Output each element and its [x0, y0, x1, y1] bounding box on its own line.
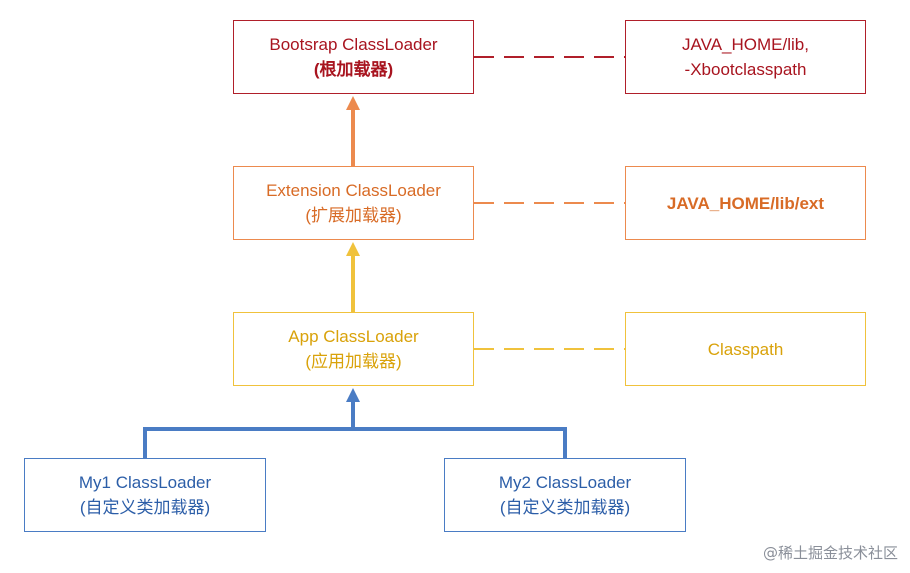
my2-classloader-subtitle: (自定义类加载器) [499, 498, 631, 517]
extension-path-text: JAVA_HOME/lib/ext [666, 193, 825, 213]
extension-to-bootstrap-arrowhead [346, 96, 360, 110]
custom-loaders-to-app-arrowhead [346, 388, 360, 402]
custom-loaders-to-app-arrow [143, 427, 567, 459]
app-path-box: Classpath [625, 312, 866, 386]
bootstrap-classloader-title: Bootsrap ClassLoader [269, 35, 438, 54]
bootstrap-path-line1: JAVA_HOME/lib, [682, 35, 809, 54]
app-classloader-subtitle: (应用加载器) [305, 352, 402, 371]
bootstrap-classloader-subtitle: (根加载器) [313, 60, 394, 79]
extension-classloader-title: Extension ClassLoader [266, 181, 441, 200]
bootstrap-path-line2: -Xbootclasspath [684, 60, 807, 79]
my1-classloader-subtitle: (自定义类加载器) [79, 498, 211, 517]
extension-classloader-box: Extension ClassLoader (扩展加载器) [233, 166, 474, 240]
my2-classloader-title: My2 ClassLoader [498, 473, 632, 492]
app-classloader-box: App ClassLoader (应用加载器) [233, 312, 474, 386]
app-path-text: Classpath [707, 339, 784, 359]
bootstrap-path-box: JAVA_HOME/lib, -Xbootclasspath [625, 20, 866, 94]
extension-path-box: JAVA_HOME/lib/ext [625, 166, 866, 240]
my1-classloader-box: My1 ClassLoader (自定义类加载器) [24, 458, 266, 532]
my1-classloader-title: My1 ClassLoader [78, 473, 212, 492]
extension-classloader-subtitle: (扩展加载器) [305, 206, 402, 225]
my2-classloader-box: My2 ClassLoader (自定义类加载器) [444, 458, 686, 532]
watermark: @稀土掘金技术社区 [762, 544, 898, 562]
bootstrap-classloader-box: Bootsrap ClassLoader (根加载器) [233, 20, 474, 94]
app-classloader-title: App ClassLoader [288, 327, 419, 346]
app-to-extension-arrowhead [346, 242, 360, 256]
